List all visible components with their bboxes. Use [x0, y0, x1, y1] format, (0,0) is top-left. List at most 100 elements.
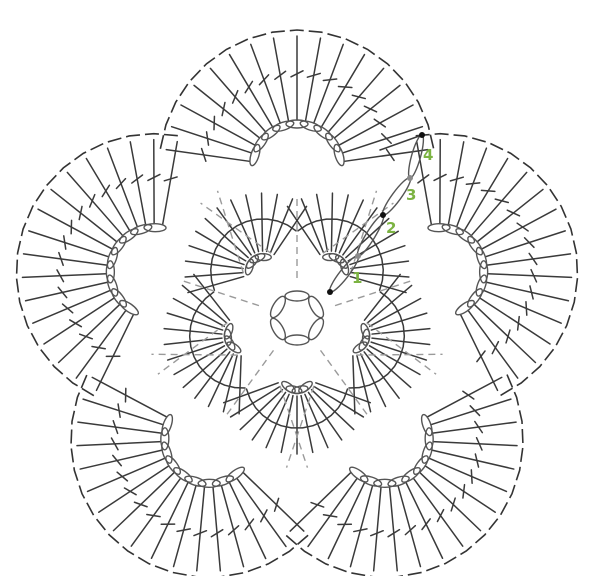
- stitch-bar: [63, 304, 73, 313]
- chain-spoke: [335, 281, 411, 306]
- chain-stitch: [332, 143, 346, 166]
- stitch-bar: [380, 292, 388, 298]
- double-crochet-stitch: [77, 442, 161, 446]
- round-label-1: 1: [352, 269, 362, 287]
- stitch-bar: [339, 399, 344, 408]
- stitch-bar: [259, 75, 268, 85]
- chain-stitch: [348, 465, 370, 485]
- stitch-bar: [323, 79, 336, 80]
- stitch-bar: [134, 502, 147, 507]
- double-crochet-stitch: [425, 466, 495, 512]
- stitch-bar: [395, 357, 400, 366]
- chain-spoke: [183, 281, 259, 306]
- double-crochet-stitch: [239, 356, 241, 414]
- double-crochet-stitch: [262, 193, 263, 251]
- ring-chain-stitch: [285, 291, 309, 301]
- chain-stitch: [260, 123, 282, 143]
- double-crochet-stitch: [213, 487, 220, 571]
- stitch-bar: [373, 240, 378, 249]
- round-label-3: 3: [406, 186, 416, 204]
- double-crochet-stitch: [433, 422, 516, 433]
- stitch-bar: [90, 195, 95, 207]
- stitch-bar: [324, 515, 337, 517]
- double-crochet-stitch: [331, 193, 332, 251]
- double-crochet-stitch: [164, 338, 222, 344]
- double-crochet-stitch: [182, 285, 226, 323]
- double-crochet-stitch: [281, 396, 293, 453]
- stitch-bar: [190, 337, 191, 347]
- stitch-bar: [228, 226, 236, 232]
- inner-petal: [224, 379, 371, 454]
- double-crochet-stitch: [488, 274, 572, 278]
- stitch-bar: [275, 498, 279, 511]
- chain-stitch: [118, 298, 141, 317]
- stitch-bar: [80, 334, 93, 339]
- stitch-bar: [352, 95, 365, 98]
- stitch-bar: [117, 472, 127, 481]
- double-crochet-stitch: [99, 466, 169, 512]
- stitch-bar: [233, 91, 238, 103]
- double-crochet-stitch: [186, 261, 244, 268]
- ring-chain-stitch: [268, 294, 289, 320]
- stitch-bar: [382, 259, 383, 269]
- stitch-bar: [118, 404, 120, 417]
- inner-petal: [164, 274, 245, 413]
- stitch-bar: [466, 183, 479, 184]
- round-label-2: 2: [386, 219, 396, 237]
- double-crochet-stitch: [267, 194, 278, 251]
- stitch-bar: [245, 519, 253, 530]
- stitch-bar: [451, 498, 455, 511]
- stitch-bar: [422, 519, 430, 530]
- double-crochet-stitch: [306, 38, 321, 121]
- double-crochet-stitch: [487, 254, 570, 265]
- double-crochet-stitch: [163, 142, 178, 225]
- chain-stitch: [144, 223, 166, 231]
- outer-petal: [286, 375, 523, 576]
- stitch-bar: [282, 426, 292, 428]
- round-label-4: 4: [423, 146, 433, 164]
- round-start-marker: [327, 289, 333, 295]
- stitch-bar: [317, 219, 327, 221]
- stitch-bar: [470, 406, 479, 416]
- double-crochet-stitch: [428, 377, 502, 416]
- center-ring: [268, 291, 327, 345]
- double-crochet-stitch: [44, 298, 114, 344]
- stitch-bar: [382, 270, 383, 280]
- double-crochet-stitch: [484, 290, 561, 323]
- ring-chain-stitch: [306, 294, 327, 320]
- stitch-bar: [471, 470, 472, 483]
- stitch-bar: [116, 179, 125, 189]
- double-crochet-stitch: [290, 473, 350, 531]
- stitch-bar: [229, 526, 239, 535]
- double-crochet-stitch: [22, 274, 106, 278]
- double-crochet-stitch: [113, 473, 174, 531]
- stitch-bar: [463, 485, 465, 498]
- double-crochet-stitch: [29, 231, 109, 257]
- ring-chain-stitch: [285, 335, 309, 345]
- stitch-bar: [211, 270, 212, 280]
- double-crochet-stitch: [485, 231, 565, 257]
- round-start-marker: [419, 132, 425, 138]
- double-crochet-stitch: [88, 458, 165, 491]
- stitch-bar: [338, 219, 348, 221]
- stitch-bar: [216, 240, 221, 249]
- stitch-bar: [211, 259, 212, 269]
- double-crochet-stitch: [429, 458, 506, 491]
- chain-stitch: [400, 465, 423, 484]
- stitch-bar: [206, 292, 214, 298]
- chain-stitch: [312, 123, 334, 143]
- double-crochet-stitch: [372, 338, 430, 344]
- double-crochet-stitch: [92, 377, 166, 416]
- double-crochet-stitch: [174, 486, 196, 567]
- stitch-bar: [298, 225, 306, 231]
- outer-petal: [71, 375, 308, 576]
- chain-stitch: [224, 465, 246, 485]
- outer-petals: [16, 30, 577, 576]
- stitch-bar: [495, 199, 508, 202]
- double-crochet-stitch: [350, 486, 372, 567]
- double-crochet-stitch: [431, 399, 511, 425]
- double-crochet-stitch: [486, 282, 568, 301]
- double-crochet-stitch: [314, 44, 343, 123]
